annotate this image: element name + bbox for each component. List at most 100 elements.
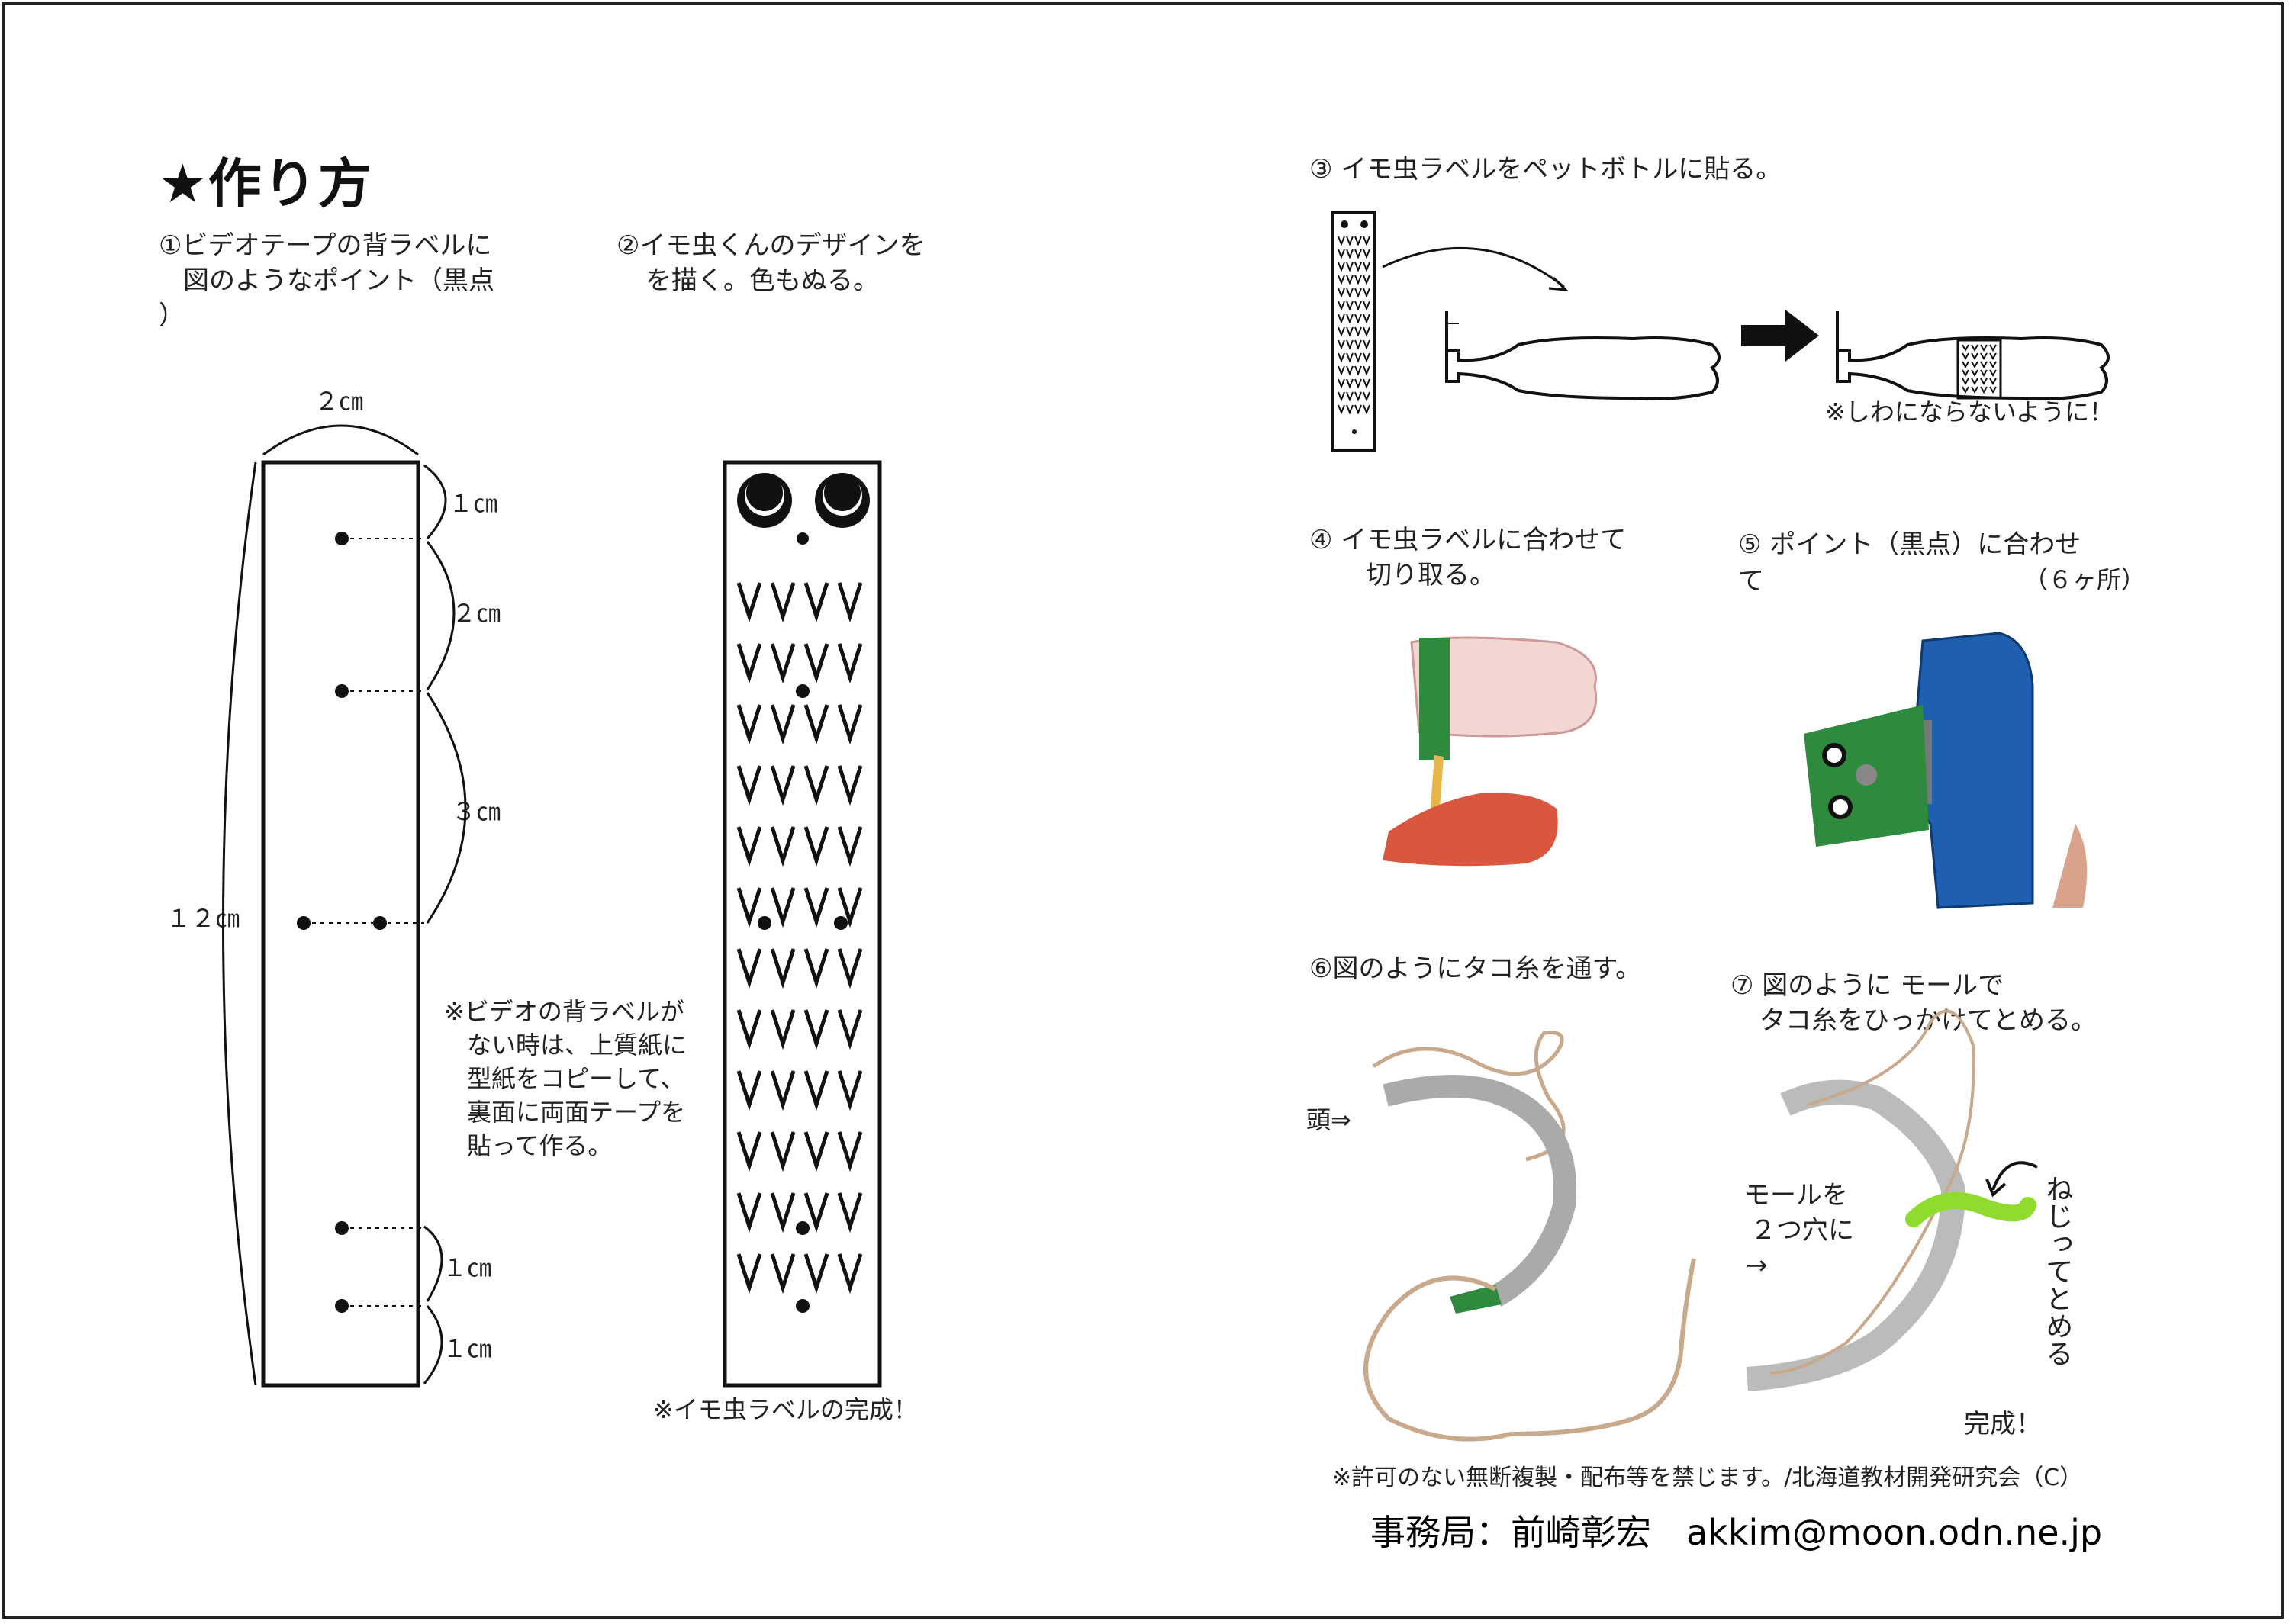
dim-width: ２㎝ (314, 387, 364, 416)
zigzag-row (736, 887, 863, 928)
mini-zigzag-row (1338, 339, 1370, 350)
dim-gap1: １㎝ (449, 489, 498, 518)
mole-label-line1: モールを (1744, 1180, 1848, 1211)
zigzag-row (736, 1009, 863, 1050)
dotted-leaders (304, 538, 424, 1307)
dim-gap2: ２㎝ (452, 599, 501, 628)
eye-right (815, 473, 870, 528)
zigzag-row (736, 826, 863, 867)
mole-label-line3: → (1746, 1250, 1768, 1281)
mini-label (1331, 211, 1376, 452)
zigzag-row (736, 704, 863, 745)
height-bracket (222, 461, 257, 1386)
brace-gap5 (423, 1305, 443, 1384)
hand (1383, 793, 1558, 867)
mini-zigzag-row (1338, 275, 1370, 285)
mini-zigzag-row (1338, 301, 1370, 311)
brace-gap1 (423, 464, 447, 539)
step4-line2: 切り取る。 (1366, 560, 1495, 590)
band (1383, 1074, 1577, 1307)
bottle-zigzag-row (1962, 344, 1997, 352)
step2-line2: を描く。色もぬる。 (645, 265, 879, 296)
page-title: ★作り方 (159, 153, 373, 215)
step1-line1: ①ビデオテープの背ラベルに (159, 230, 492, 261)
dim-gap3: ３㎝ (452, 797, 501, 826)
green-label (1419, 638, 1450, 760)
step1-line3: ） (159, 301, 185, 331)
string (1363, 1258, 1696, 1442)
step7-line1: ⑦ 図のように モールで (1730, 970, 2004, 1001)
mini-zigzag-row (1338, 236, 1370, 246)
eye-left (737, 473, 792, 528)
done-label: 完成！ (1964, 1409, 2042, 1439)
bottle-after (1836, 311, 2110, 400)
point-dots (297, 532, 387, 1313)
step7-line2: タコ糸をひっかけてとめる。 (1759, 1005, 2097, 1036)
dim-gap4: １㎝ (443, 1253, 492, 1282)
contact-info: 事務局：前崎彰宏 akkim@moon.odn.ne.jp (1370, 1512, 2103, 1553)
width-bracket (262, 424, 419, 456)
head-arrow-label: 頭⇒ (1306, 1105, 1351, 1134)
pipe-cleaner (1905, 1191, 2036, 1227)
bottle-zigzag-row (1962, 352, 1997, 361)
zigzag-row (736, 582, 863, 623)
label-points (758, 684, 848, 1313)
mini-zigzag-row (1338, 365, 1370, 376)
bottle-zigzag-row (1962, 386, 1997, 394)
mini-zigzag-row (1338, 314, 1370, 324)
zigzag-pattern (736, 582, 863, 1294)
video-note-line5: 貼って作る。 (467, 1131, 613, 1160)
curve-arrow (1382, 246, 1565, 288)
mini-zigzag-row (1338, 262, 1370, 272)
step7-photo (1746, 1009, 2038, 1391)
step6-heading: ⑥図のようにタコ糸を通す。 (1309, 953, 1642, 984)
video-note-line1: ※ビデオの背ラベルが (444, 997, 684, 1026)
template-rectangle (261, 460, 420, 1388)
video-note-line2: ない時は、上質紙に (467, 1031, 687, 1060)
zigzag-row (736, 1070, 863, 1111)
twist-label: ねじってとめる (2041, 1175, 2073, 1367)
step5-photo (1804, 632, 2088, 912)
zigzag-row (736, 948, 863, 989)
zigzag-row (736, 1192, 863, 1233)
step2-line1: ②イモ虫くんのデザインを (617, 230, 926, 261)
bottle-before (1445, 311, 1721, 400)
step4-photo (1381, 633, 1598, 870)
string-final (1769, 1009, 1975, 1375)
bottle-zigzag-row (1962, 378, 1997, 386)
label-complete-note: ※イモ虫ラベルの完成！ (653, 1395, 918, 1424)
zigzag-row (736, 1253, 863, 1294)
copyright-notice: ※許可のない無断複製・配布等を禁じます。/北海道教材開発研究会（C） (1332, 1465, 2083, 1491)
step6-photo (1363, 1031, 1696, 1442)
mini-zigzag-row (1338, 404, 1370, 415)
brace-gap2 (426, 541, 456, 690)
mini-zigzag-row (1338, 326, 1370, 337)
step3-illustration (1331, 211, 2110, 452)
bottle-zigzag-row (1962, 361, 1997, 369)
step1-line2: 図のようなポイント（黒点 (183, 265, 494, 296)
video-note-line4: 裏面に両面テープを (467, 1098, 686, 1127)
mini-zigzag-row (1338, 378, 1370, 389)
mini-zigzag-row (1338, 288, 1370, 298)
bottle-zigzag-row (1962, 369, 1997, 378)
brace-gap4 (423, 1225, 443, 1302)
caterpillar-label (723, 460, 882, 1388)
zigzag-row (736, 1131, 863, 1172)
mini-zigzag-row (1338, 391, 1370, 402)
step3-heading: ③ イモ虫ラベルをペットボトルに貼る。 (1309, 154, 1782, 185)
step4-line1: ④ イモ虫ラベルに合わせて (1309, 525, 1627, 555)
step5-line3: （６ヶ所） (2023, 565, 2146, 594)
dim-gap5: １㎝ (443, 1334, 492, 1363)
nose-dot (797, 532, 809, 545)
step5-line1: ⑤ ポイント（黒点）に合わせ (1738, 529, 2081, 560)
step3-note: ※しわにならないように！ (1825, 397, 2114, 426)
mini-zigzag-row (1338, 352, 1370, 363)
dim-total: １２㎝ (166, 904, 240, 933)
label-on-bottle (1956, 339, 2002, 400)
zigzag-row (736, 643, 863, 684)
mole-label-line2: ２つ穴に (1750, 1215, 1854, 1246)
big-arrow (1741, 310, 1819, 362)
mini-zigzag-row (1338, 249, 1370, 259)
